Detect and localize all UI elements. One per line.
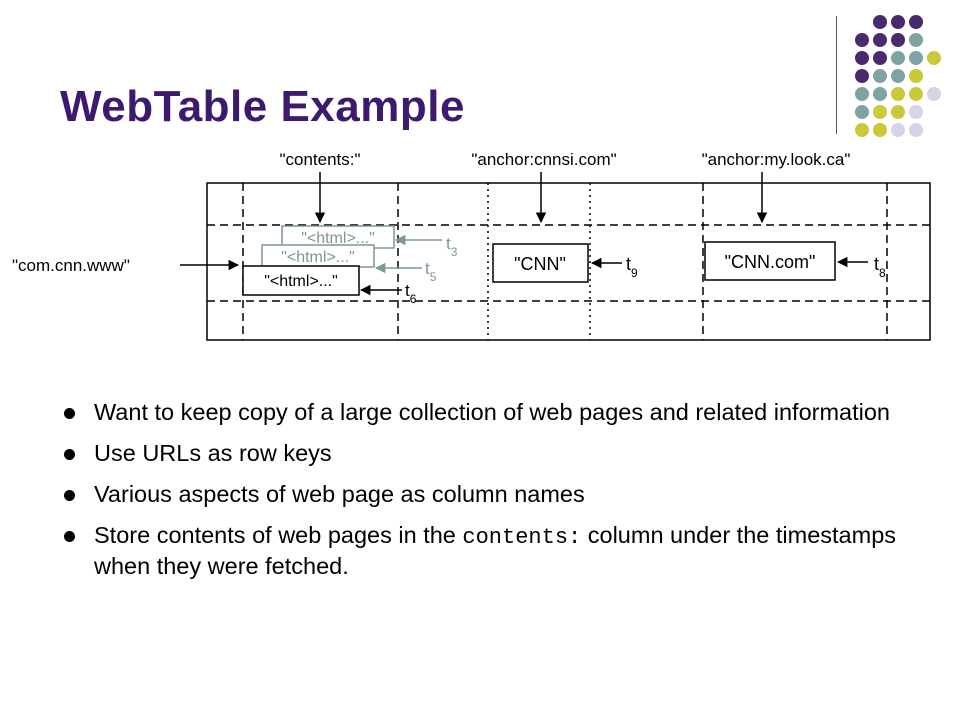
- decor-dot: [855, 105, 869, 119]
- anchor-cell-cnnsi-text: "CNN": [514, 254, 566, 274]
- timestamp-t8-base: t: [874, 254, 879, 274]
- decor-dot: [909, 51, 923, 65]
- bullet-item: Want to keep copy of a large collection …: [60, 398, 920, 427]
- bullet-item: Store contents of web pages in the conte…: [60, 521, 920, 581]
- svg-text:t9: t9: [626, 254, 638, 280]
- decor-dot: [891, 87, 905, 101]
- svg-text:t5: t5: [425, 259, 437, 284]
- contents-version-t5: "<html>..." t5: [261, 244, 437, 284]
- bullet-item: Various aspects of web page as column na…: [60, 480, 920, 509]
- decor-dot: [891, 123, 905, 137]
- decor-dot: [855, 123, 869, 137]
- timestamp-t3-base: t: [446, 234, 451, 253]
- svg-text:t3: t3: [446, 234, 458, 259]
- decor-dot: [927, 51, 941, 65]
- decor-dot: [873, 69, 887, 83]
- decor-dot: [909, 15, 923, 29]
- bullet-text-2: Use URLs as row keys: [94, 440, 332, 466]
- bullet-text-1: Want to keep copy of a large collection …: [94, 399, 890, 425]
- bullet-list: Want to keep copy of a large collection …: [60, 398, 920, 593]
- bullet-code-contents: contents:: [462, 525, 582, 550]
- decor-dot: [873, 123, 887, 137]
- timestamp-t3-sub: 3: [451, 245, 458, 259]
- decor-dot: [909, 33, 923, 47]
- decor-dot: [873, 105, 887, 119]
- bullet-text-4-post: column under the timestamps when they we…: [94, 522, 897, 579]
- timestamp-t5-base: t: [425, 259, 430, 278]
- slide-title: WebTable Example: [60, 82, 465, 131]
- row-key-label: "com.cnn.www": [12, 256, 130, 275]
- decorative-dot-grid: [855, 15, 941, 137]
- anchor-cell-cnnsi: "CNN" t9: [492, 243, 638, 283]
- decor-dot: [873, 33, 887, 47]
- contents-version-t3: "<html>..." t3: [281, 225, 458, 259]
- decor-dot: [909, 123, 923, 137]
- timestamp-t6-base: t: [405, 281, 410, 300]
- column-header-anchor-mylook: "anchor:my.look.ca": [702, 150, 851, 169]
- contents-version-t6: "<html>..." t6: [242, 265, 417, 306]
- decor-dot: [891, 69, 905, 83]
- bullet-text-4-pre: Store contents of web pages in the: [94, 522, 463, 548]
- table-grid: [206, 182, 931, 341]
- decor-dot: [855, 87, 869, 101]
- timestamp-t5-sub: 5: [430, 270, 437, 284]
- title-divider-line: [836, 16, 837, 134]
- decor-dot: [909, 69, 923, 83]
- anchor-cell-mylook: "CNN.com" t8: [704, 241, 886, 281]
- decor-dot: [855, 33, 869, 47]
- decor-dot: [873, 51, 887, 65]
- decor-dot: [927, 87, 941, 101]
- timestamp-t6-sub: 6: [410, 292, 417, 306]
- decor-dot: [873, 87, 887, 101]
- decor-dot: [909, 87, 923, 101]
- decor-dot: [873, 15, 887, 29]
- contents-version-t5-text: "<html>...": [281, 249, 355, 266]
- column-header-contents: "contents:": [279, 150, 360, 169]
- webtable-diagram: "contents:" "anchor:cnnsi.com" "anchor:m…: [12, 150, 931, 341]
- svg-text:t8: t8: [874, 254, 886, 280]
- decor-dot: [891, 105, 905, 119]
- contents-version-t6-text: "<html>...": [264, 273, 338, 290]
- timestamp-t8-sub: 8: [879, 266, 886, 280]
- decor-dot: [909, 105, 923, 119]
- bullet-item: Use URLs as row keys: [60, 439, 920, 468]
- timestamp-t9-sub: 9: [631, 266, 638, 280]
- decor-dot: [855, 69, 869, 83]
- decor-dot: [891, 33, 905, 47]
- decor-dot: [891, 15, 905, 29]
- column-header-anchor-cnnsi: "anchor:cnnsi.com": [471, 150, 616, 169]
- bullet-text-3: Various aspects of web page as column na…: [94, 481, 585, 507]
- decor-dot: [855, 51, 869, 65]
- svg-text:t6: t6: [405, 281, 417, 306]
- timestamp-t9-base: t: [626, 254, 631, 274]
- decor-dot: [891, 51, 905, 65]
- contents-version-t3-text: "<html>...": [301, 230, 375, 247]
- anchor-cell-mylook-text: "CNN.com": [725, 252, 816, 272]
